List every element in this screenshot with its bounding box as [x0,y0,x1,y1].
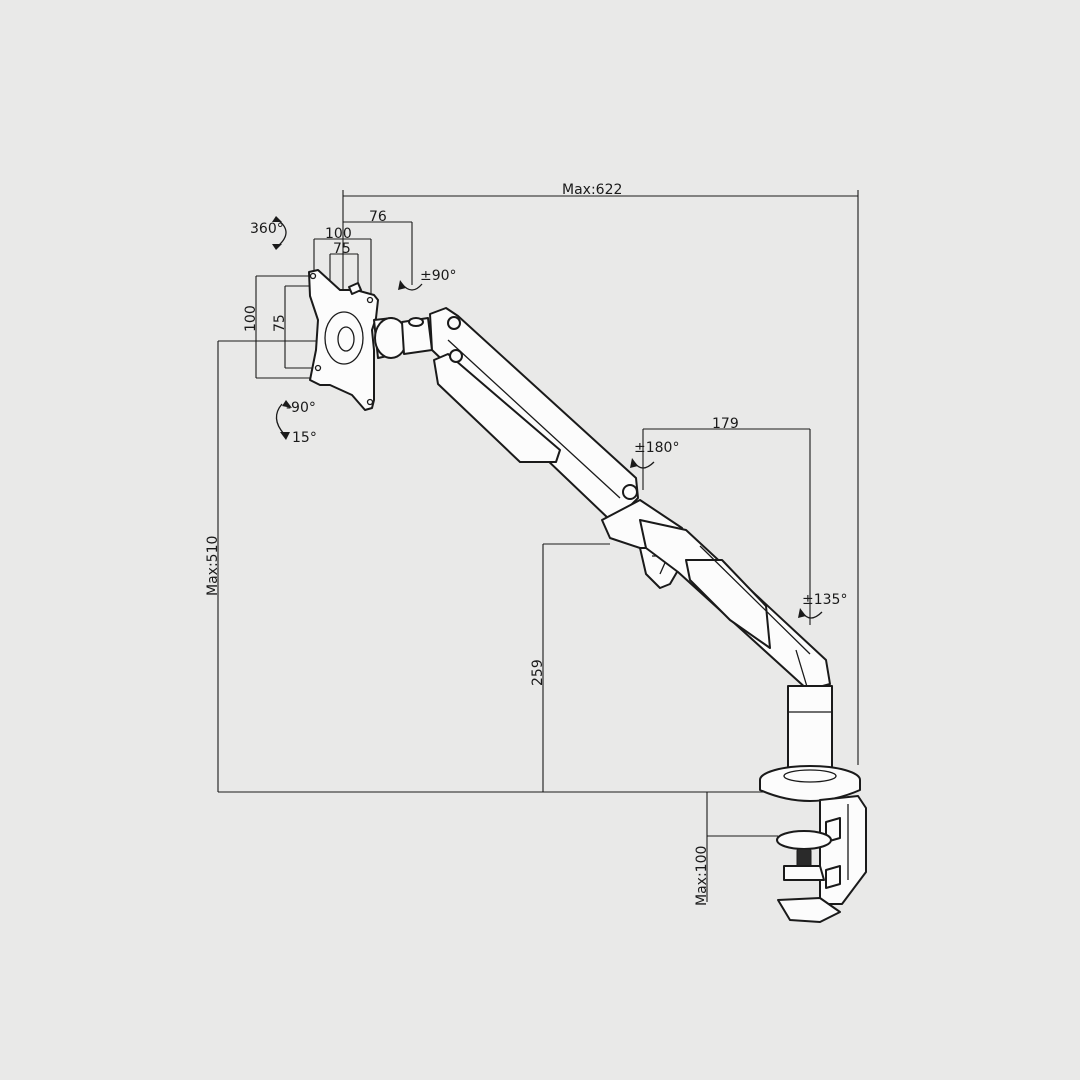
dimension-labels: Max:622 76 100 75 360° ±90° 100 75 -90° … [205,182,847,906]
vesa-100-horizontal-label: 100 [325,226,352,242]
base-disk [759,765,861,802]
swivel-90-label: ±90° [420,268,457,284]
offset-76-label: 76 [369,209,387,225]
rotation-arrows [272,216,823,619]
height-259-label: 259 [530,659,546,686]
rotate-360-label: 360° [250,221,284,237]
vesa-100-vertical-label: 100 [243,305,259,332]
swivel-135-label: ±135° [802,592,847,608]
dimension-lines [217,190,859,902]
pole [787,685,833,777]
upper-arm [429,307,691,549]
swivel-180-label: ±180° [634,440,679,456]
max-height-label: Max:510 [205,536,221,596]
lower-arm [639,519,831,691]
arm-179-label: 179 [712,416,739,432]
vesa-plate [308,269,379,411]
max-width-label: Max:622 [562,182,622,198]
tilt-head [373,317,433,359]
vesa-75-horizontal-label: 75 [333,241,351,257]
rotate-360-arrow-icon [277,219,287,247]
tilt-minus-90-label: -90° [286,400,316,416]
tilt-15-label: 15° [292,430,317,446]
vesa-75-vertical-label: 75 [272,314,288,332]
desk-clamp [776,795,867,923]
clamp-max-label: Max:100 [694,846,710,906]
tilt-arrow-icon [275,403,285,435]
